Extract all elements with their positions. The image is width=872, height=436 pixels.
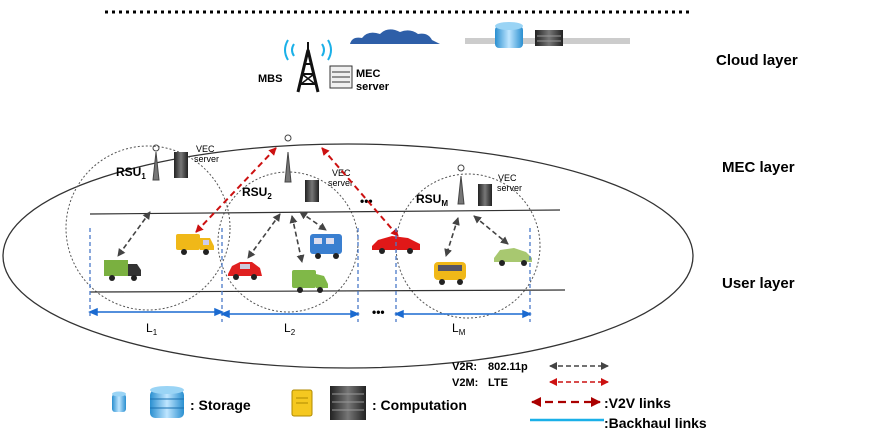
cloud-icon <box>350 29 440 44</box>
legend-computation-small-icon <box>291 389 313 417</box>
cloud-layer-label: Cloud layer <box>716 52 798 69</box>
user-layer-label: User layer <box>722 275 795 292</box>
v2r-link-rsum-car <box>473 215 509 245</box>
mec-layer-label: MEC layer <box>722 159 795 176</box>
v2m-protocol-value: LTE <box>488 377 508 389</box>
rsu2-tower-icon <box>284 134 292 183</box>
mbs-tower-icon <box>284 39 332 93</box>
cloud-server-icon <box>535 30 563 46</box>
mec-server-label-2: server <box>356 81 390 93</box>
v2r-link-rsu2-van <box>289 215 305 263</box>
user-area-ellipse <box>2 143 694 369</box>
rsum-tower-icon <box>457 164 465 205</box>
v2r-link-rsu2-car <box>247 213 281 259</box>
legend-computation-label: : Computation <box>372 397 467 413</box>
mec-server-label-1: MEC <box>356 68 381 80</box>
v2r-link-rsum-bus <box>444 217 460 257</box>
rsum-server-label-2: server <box>497 183 522 193</box>
rsu1-label: RSU1 <box>116 165 146 181</box>
v2r-protocol-value: 802.11p <box>488 361 528 373</box>
v2r-link-rsu1-truck <box>117 211 151 257</box>
legend-storage-label: : Storage <box>190 397 251 413</box>
ellipsis-bottom: ••• <box>372 305 385 319</box>
blue-camper-icon <box>310 234 342 259</box>
green-car-icon <box>494 248 532 266</box>
segment-l2-label: L2 <box>284 321 296 337</box>
legend-backhaul-label: :Backhaul links <box>604 415 707 431</box>
green-truck-icon <box>104 260 141 281</box>
rsu1-server-label-1: VEC <box>196 144 215 154</box>
v2r-protocol-label: V2R: <box>452 361 477 373</box>
rsu1-server-icon <box>174 152 188 178</box>
legend-computation-large-icon <box>330 386 366 420</box>
rsum-server-icon <box>478 184 492 206</box>
yellow-van-icon <box>176 234 214 255</box>
mbs-label: MBS <box>258 73 282 85</box>
v2r-link-rsu2-camper <box>299 211 327 231</box>
v2m-protocol-label: V2M: <box>452 377 478 389</box>
legend-storage-large-icon <box>150 386 184 418</box>
legend-v2v-label: :V2V links <box>604 395 671 411</box>
green-van-icon <box>292 270 328 293</box>
road-bottom <box>89 289 566 293</box>
rsum-server-label-1: VEC <box>498 173 517 183</box>
rsu1-tower-icon <box>152 144 160 181</box>
legend-storage-small-icon <box>112 391 126 412</box>
rsu1-server-label-2: server <box>194 154 219 164</box>
red-car-icon <box>228 262 262 280</box>
segment-l1-label: L1 <box>146 321 158 337</box>
cloud-storage-icon <box>495 22 523 48</box>
rsu2-label: RSU2 <box>242 185 272 201</box>
road-top <box>89 209 561 215</box>
rsum-label: RSUM <box>416 192 448 208</box>
segment-lm-label: LM <box>452 321 466 337</box>
yellow-bus-icon <box>434 262 466 285</box>
mec-server-icon <box>329 65 353 89</box>
v2m-link-right <box>321 147 399 237</box>
rsu2-server-label-1: VEC <box>332 168 351 178</box>
rsu2-server-icon <box>305 180 319 202</box>
